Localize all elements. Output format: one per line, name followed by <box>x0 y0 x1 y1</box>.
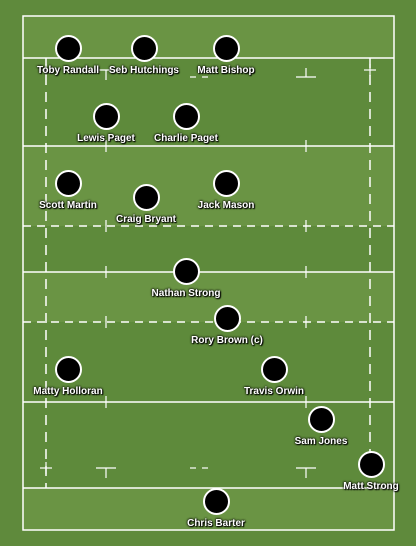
pitch-markings <box>22 15 395 531</box>
player-name: Charlie Paget <box>154 133 218 144</box>
player-name: Scott Martin <box>39 200 97 211</box>
player-dot <box>93 103 120 130</box>
player-name: Lewis Paget <box>77 133 135 144</box>
player-name: Craig Bryant <box>115 214 177 225</box>
player-name: Chris Barter <box>187 518 245 529</box>
player-name: Rory Brown (c) <box>191 335 263 346</box>
player-dot <box>358 451 385 478</box>
player-name: Travis Orwin <box>243 386 305 397</box>
player-dot <box>203 488 230 515</box>
player-dot <box>213 170 240 197</box>
player-dot <box>261 356 288 383</box>
player-name: Nathan Strong <box>151 288 221 299</box>
player-name: Seb Hutchings <box>108 65 180 76</box>
player-dot <box>133 184 160 211</box>
player-name: Matt Strong <box>343 481 399 492</box>
player-dot <box>55 356 82 383</box>
player-name: Jack Mason <box>197 200 255 211</box>
player-name: Matty Holloran <box>33 386 103 397</box>
in-goal-top <box>23 16 394 58</box>
dead-ball-boundary <box>22 15 395 531</box>
player-name: Sam Jones <box>294 436 348 447</box>
player-name: Matt Bishop <box>197 65 255 76</box>
player-dot <box>213 35 240 62</box>
player-dot <box>308 406 335 433</box>
player-dot <box>214 305 241 332</box>
player-dot <box>131 35 158 62</box>
ticks-top <box>40 64 376 408</box>
player-dot <box>173 103 200 130</box>
player-dot <box>55 35 82 62</box>
player-dot <box>173 258 200 285</box>
band-2 <box>23 272 394 322</box>
player-name: Toby Randall <box>36 65 100 76</box>
player-dot <box>55 170 82 197</box>
band-1 <box>23 146 394 226</box>
